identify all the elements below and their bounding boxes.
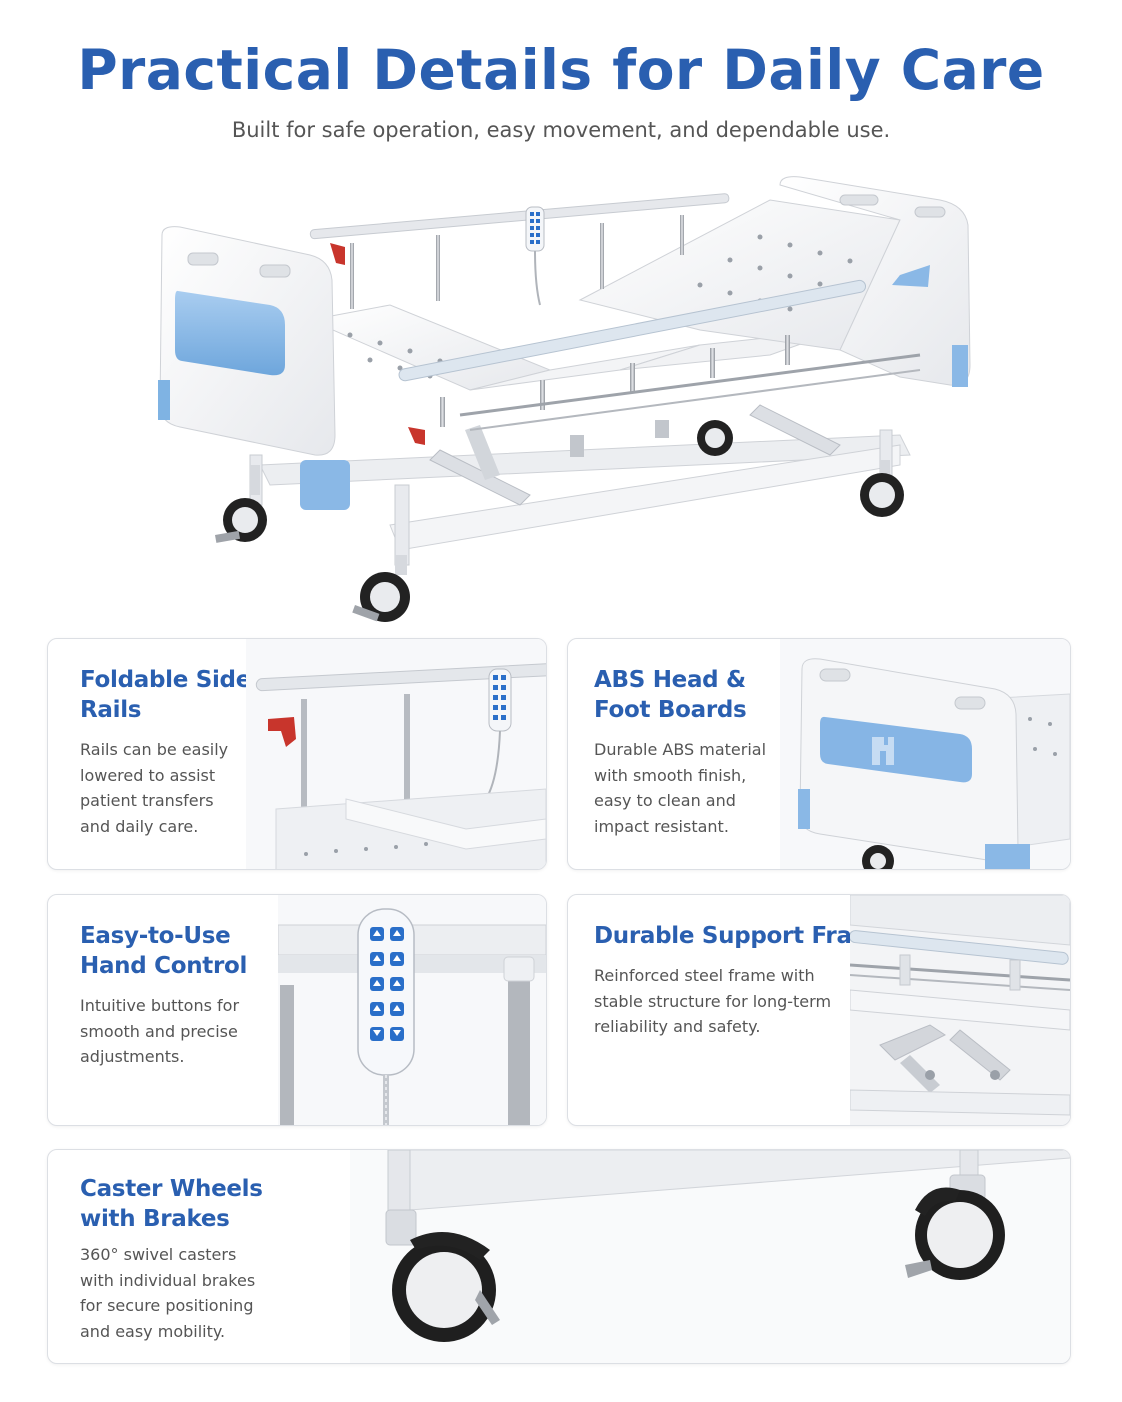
feature-title-line2: Rails bbox=[80, 697, 142, 723]
feature-title-line1: Foldable Side bbox=[80, 667, 252, 693]
feature-desc-line: smooth and precise bbox=[80, 1021, 238, 1041]
headboard-closeup-image bbox=[780, 639, 1070, 869]
page-subtitle: Built for safe operation, easy movement,… bbox=[231, 118, 891, 142]
feature-card-caster-wheels: Caster Wheels with Brakes 360° swivel cas… bbox=[47, 1149, 1071, 1364]
feature-desc-line: Reinforced steel frame with bbox=[594, 966, 815, 985]
feature-desc-line: patient transfers bbox=[80, 791, 214, 810]
feature-title-line2: Foot Boards bbox=[594, 697, 747, 723]
feature-desc-line: easy to clean and bbox=[594, 791, 736, 810]
feature-desc-line: Rails can be easily bbox=[80, 740, 229, 759]
feature-desc-line: and daily care. bbox=[80, 816, 199, 836]
feature-desc-line: impact resistant. bbox=[594, 816, 729, 836]
feature-desc-line: with individual brakes bbox=[80, 1270, 256, 1290]
feature-desc-line: stable structure for long-term bbox=[594, 991, 832, 1011]
feature-desc-line: Intuitive buttons for bbox=[80, 996, 240, 1015]
feature-title-line2: with Brakes bbox=[80, 1206, 230, 1232]
feature-card-head-foot-boards: ABS Head & Foot Boards Durable ABS materi… bbox=[567, 638, 1071, 870]
feature-title-line1: Easy-to-Use bbox=[80, 923, 231, 949]
page-title: Practical Details for Daily Care bbox=[77, 38, 1045, 102]
feature-desc-line: with smooth finish, bbox=[594, 765, 747, 785]
feature-card-support-frame: Durable Support Frame Reinforced steel f… bbox=[567, 894, 1071, 1126]
feature-desc-line: reliability and safety. bbox=[594, 1017, 761, 1036]
feature-desc-line: and easy mobility. bbox=[80, 1321, 226, 1341]
support-frame-closeup-image bbox=[850, 895, 1070, 1125]
feature-title-line1: ABS Head & bbox=[594, 667, 746, 693]
feature-desc-line: Durable ABS material bbox=[594, 740, 767, 759]
feature-desc-line: for secure positioning bbox=[80, 1296, 254, 1315]
feature-desc-line: 360° swivel casters bbox=[80, 1245, 237, 1264]
feature-title-line1: Caster Wheels bbox=[80, 1176, 263, 1202]
side-rail-closeup-image bbox=[246, 639, 546, 869]
feature-title-line2: Hand Control bbox=[80, 953, 248, 979]
hospital-bed-illustration bbox=[158, 176, 971, 622]
feature-desc-line: adjustments. bbox=[80, 1047, 185, 1066]
caster-wheels-closeup-image bbox=[350, 1150, 1070, 1363]
feature-desc-line: lowered to assist bbox=[80, 765, 216, 785]
feature-title-line1: Durable Support Frame bbox=[594, 923, 891, 949]
hand-control-closeup-image bbox=[278, 895, 546, 1125]
